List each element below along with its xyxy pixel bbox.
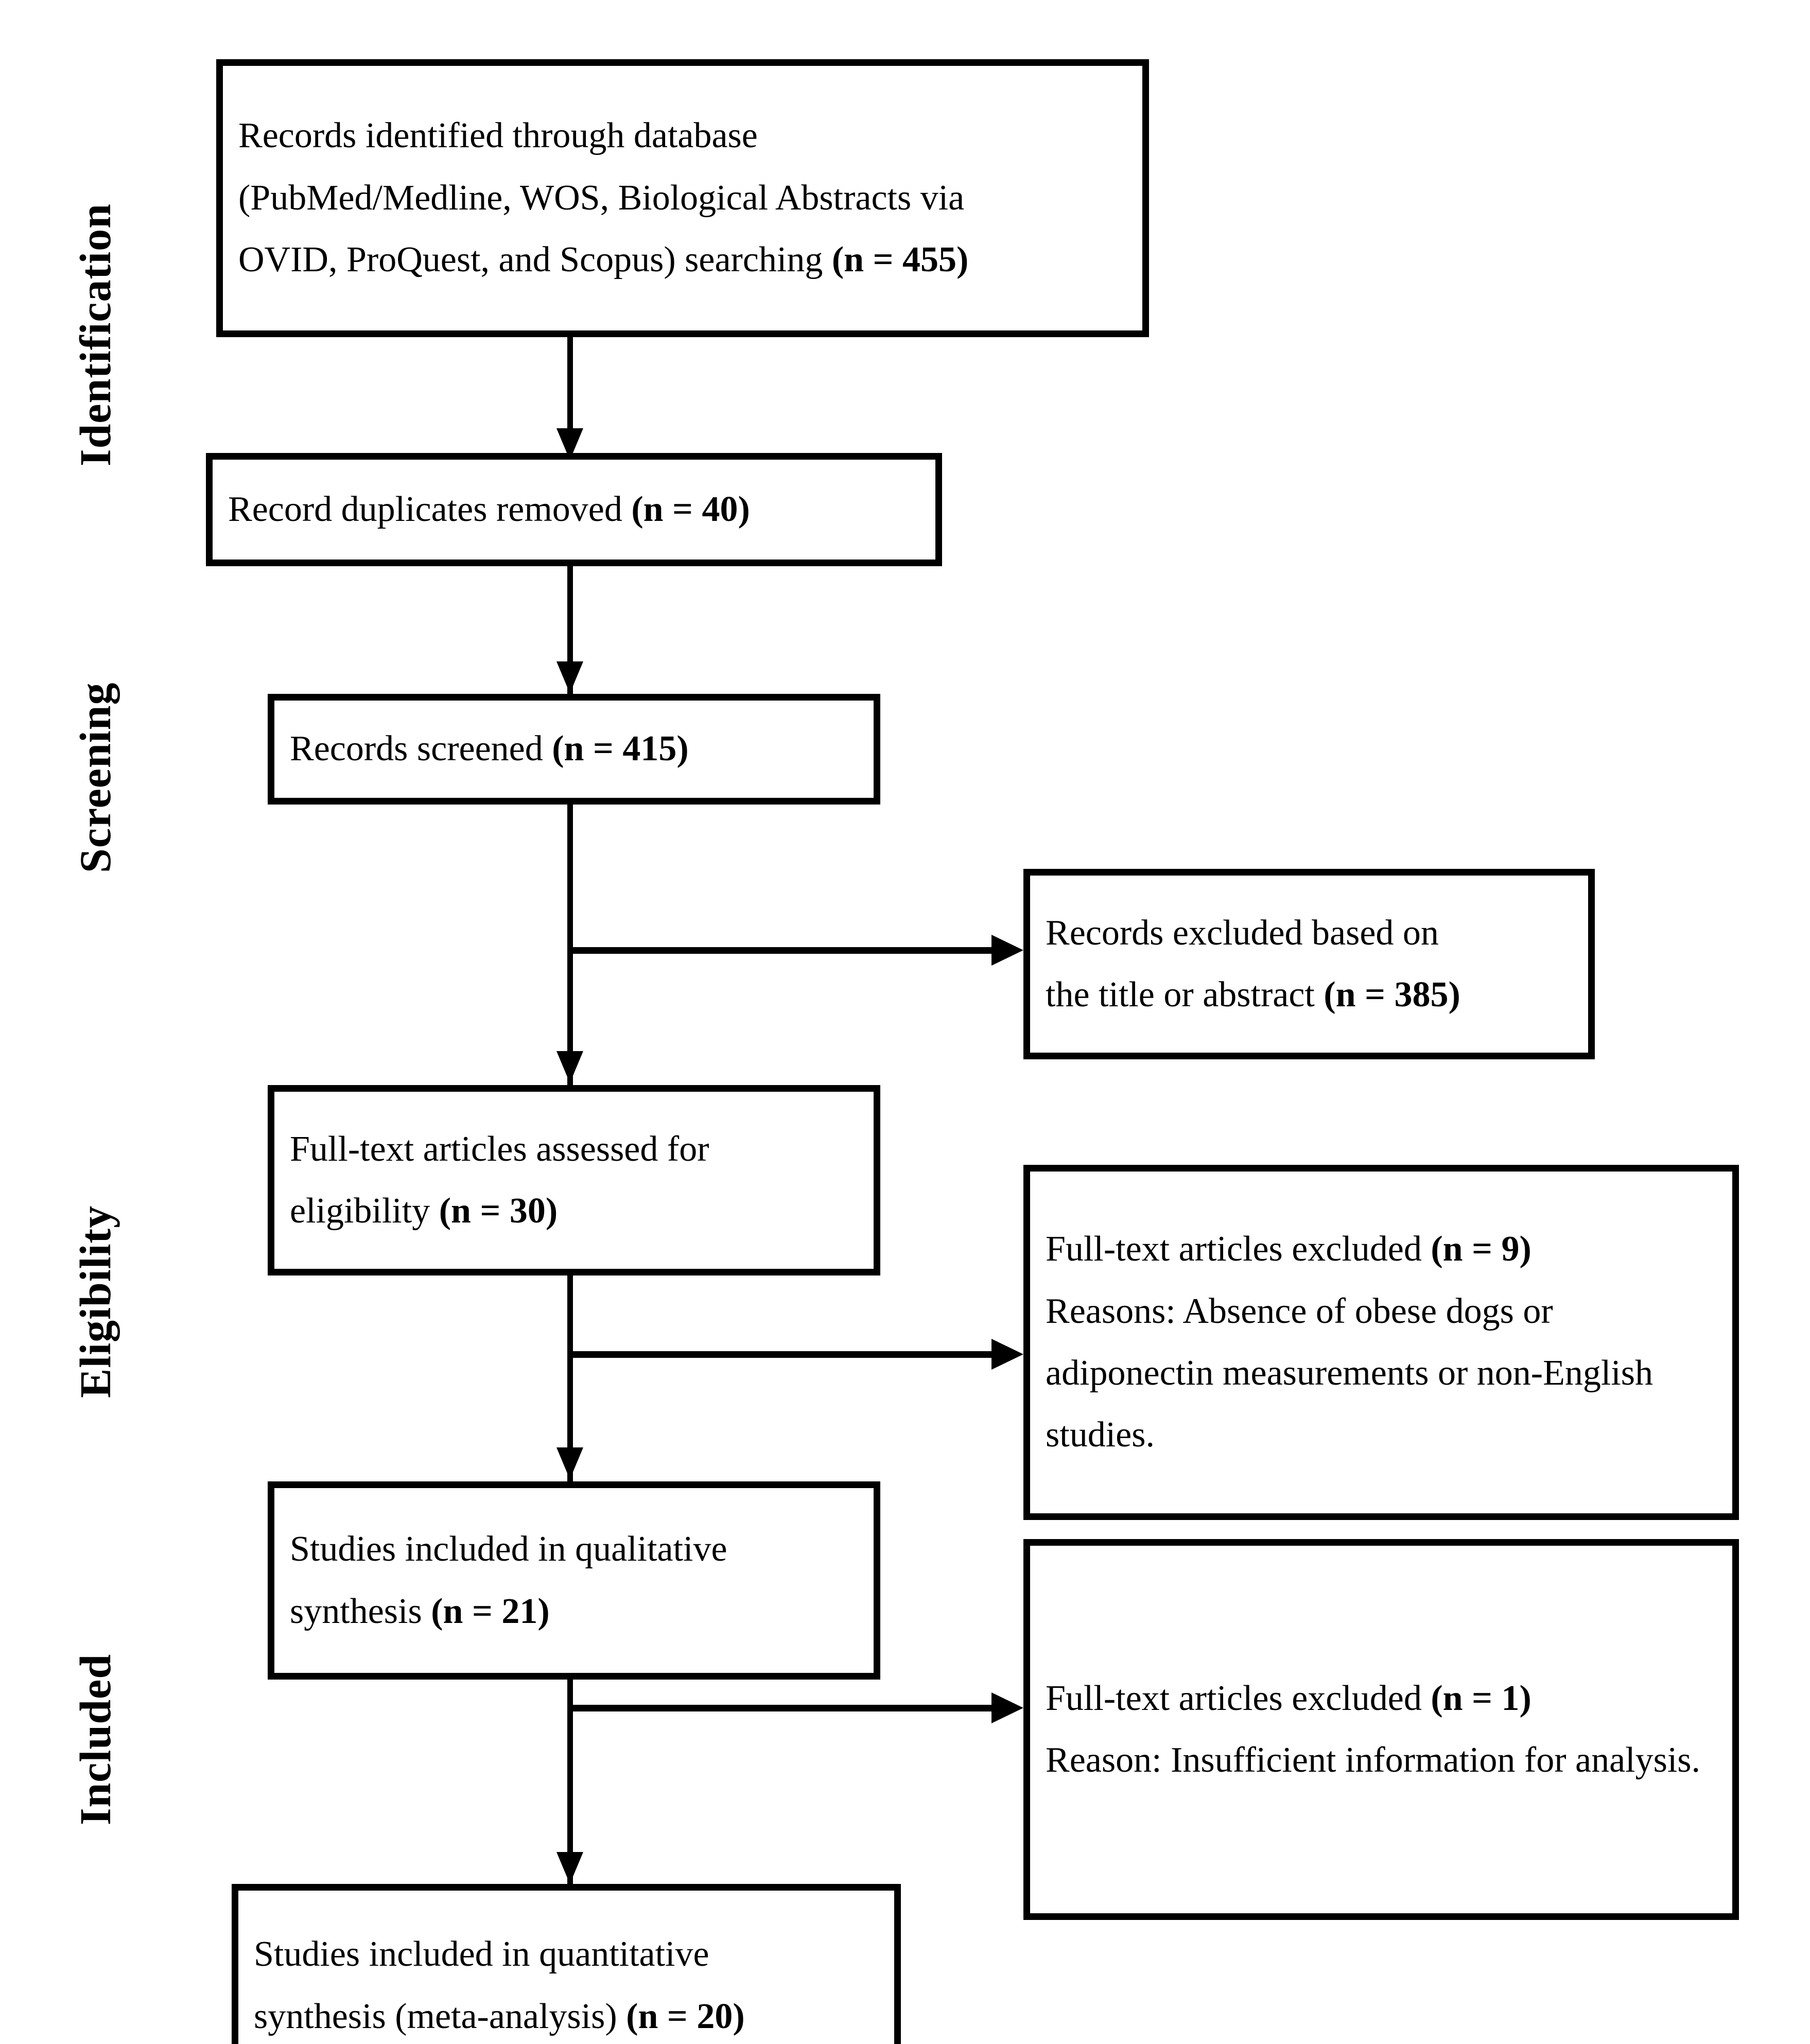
- fulltext-assessed-line-1: Full-text articles assessed for: [290, 1129, 709, 1169]
- records-excluded-text: the title or abstract: [1046, 975, 1324, 1015]
- fulltext-excluded-9-text: Full-text articles excluded: [1046, 1229, 1431, 1269]
- box-record-duplicates-removed: Record duplicates removed (n = 40): [206, 453, 942, 566]
- record-duplicates-count: (n = 40): [631, 489, 750, 529]
- box-quantitative-synthesis: Studies included in quantitative synthes…: [232, 1884, 901, 2044]
- stage-label-identification: Identification: [71, 203, 120, 466]
- fulltext-assessed-line-2: eligibility (n = 30): [274, 1180, 874, 1242]
- fulltext-assessed-text: eligibility: [290, 1191, 439, 1231]
- box-records-identified: Records identified through database (Pub…: [216, 59, 1149, 337]
- arrow-screened-to-fulltext: [556, 1051, 583, 1083]
- connector-fulltext-to-excluded-9: [567, 1351, 995, 1358]
- qualitative-count: (n = 21): [431, 1591, 550, 1631]
- box-records-excluded-title-abstract: Records excluded based on the title or a…: [1023, 869, 1595, 1059]
- fulltext-excluded-1-count: (n = 1): [1431, 1678, 1531, 1718]
- arrow-screened-to-excluded: [991, 935, 1023, 966]
- connector-fulltext-to-qualitative: [567, 1276, 573, 1481]
- stage-label-screening: Screening: [71, 682, 120, 873]
- qualitative-line-1: Studies included in qualitative: [290, 1529, 727, 1569]
- fulltext-assessed-count: (n = 30): [439, 1191, 558, 1231]
- box-fulltext-assessed: Full-text articles assessed for eligibil…: [268, 1085, 880, 1276]
- arrow-fulltext-to-excluded-9: [991, 1339, 1023, 1370]
- records-identified-count: (n = 455): [831, 240, 969, 280]
- record-duplicates-text: Record duplicates removed: [228, 489, 632, 529]
- box-fulltext-excluded-1: Full-text articles excluded (n = 1) Reas…: [1023, 1539, 1739, 1920]
- connector-screened-to-fulltext: [567, 805, 573, 1085]
- fulltext-excluded-9-reasons: Reasons: Absence of obese dogs or adipon…: [1046, 1291, 1653, 1455]
- arrow-duplicates-to-screened: [556, 661, 583, 693]
- connector-identified-to-duplicates: [567, 337, 573, 443]
- arrow-qualitative-to-quantitative: [556, 1852, 583, 1884]
- connector-duplicates-to-screened: [567, 566, 573, 695]
- arrow-fulltext-to-qualitative: [556, 1447, 583, 1479]
- records-identified-line-3: OVID, ProQuest, and Scopus) searching (n…: [223, 229, 1142, 291]
- records-screened-count: (n = 415): [552, 729, 689, 769]
- quantitative-count: (n = 20): [626, 1996, 745, 2036]
- records-excluded-line-1: Records excluded based on: [1046, 913, 1439, 953]
- quantitative-line-2: synthesis (meta-analysis) (n = 20): [238, 1986, 894, 2044]
- box-qualitative-synthesis: Studies included in qualitative synthesi…: [268, 1481, 880, 1680]
- records-identified-line-2: (PubMed/Medline, WOS, Biological Abstrac…: [238, 178, 965, 218]
- quantitative-line-1: Studies included in quantitative: [254, 1934, 709, 1975]
- stage-label-included: Included: [71, 1653, 120, 1825]
- records-identified-line-1: Records identified through database: [238, 116, 758, 156]
- connector-qualitative-to-quantitative: [567, 1680, 573, 1885]
- fulltext-excluded-1-text: Full-text articles excluded: [1046, 1678, 1431, 1718]
- qualitative-text: synthesis: [290, 1591, 431, 1631]
- stage-label-eligibility: Eligibility: [71, 1205, 120, 1398]
- box-records-screened: Records screened (n = 415): [268, 694, 880, 805]
- records-excluded-line-2: the title or abstract (n = 385): [1030, 964, 1588, 1026]
- records-screened-line: Records screened (n = 415): [274, 718, 874, 780]
- records-identified-line-3-text: OVID, ProQuest, and Scopus) searching: [238, 240, 832, 280]
- records-screened-text: Records screened: [290, 729, 552, 769]
- arrow-qualitative-to-excluded-1: [991, 1692, 1023, 1723]
- connector-qualitative-to-excluded-1: [567, 1705, 995, 1711]
- fulltext-excluded-1-reason: Reason: Insufficient information for ana…: [1046, 1740, 1701, 1780]
- fulltext-excluded-9-count: (n = 9): [1431, 1229, 1531, 1269]
- fulltext-excluded-9-line-1: Full-text articles excluded (n = 9): [1030, 1218, 1732, 1280]
- quantitative-text: synthesis (meta-analysis): [254, 1996, 626, 2036]
- fulltext-excluded-1-line-1: Full-text articles excluded (n = 1): [1030, 1668, 1732, 1729]
- record-duplicates-line: Record duplicates removed (n = 40): [213, 479, 935, 540]
- box-fulltext-excluded-9: Full-text articles excluded (n = 9) Reas…: [1023, 1165, 1739, 1520]
- qualitative-line-2: synthesis (n = 21): [274, 1581, 874, 1643]
- connector-screened-to-excluded: [567, 947, 995, 954]
- records-excluded-count: (n = 385): [1324, 975, 1460, 1015]
